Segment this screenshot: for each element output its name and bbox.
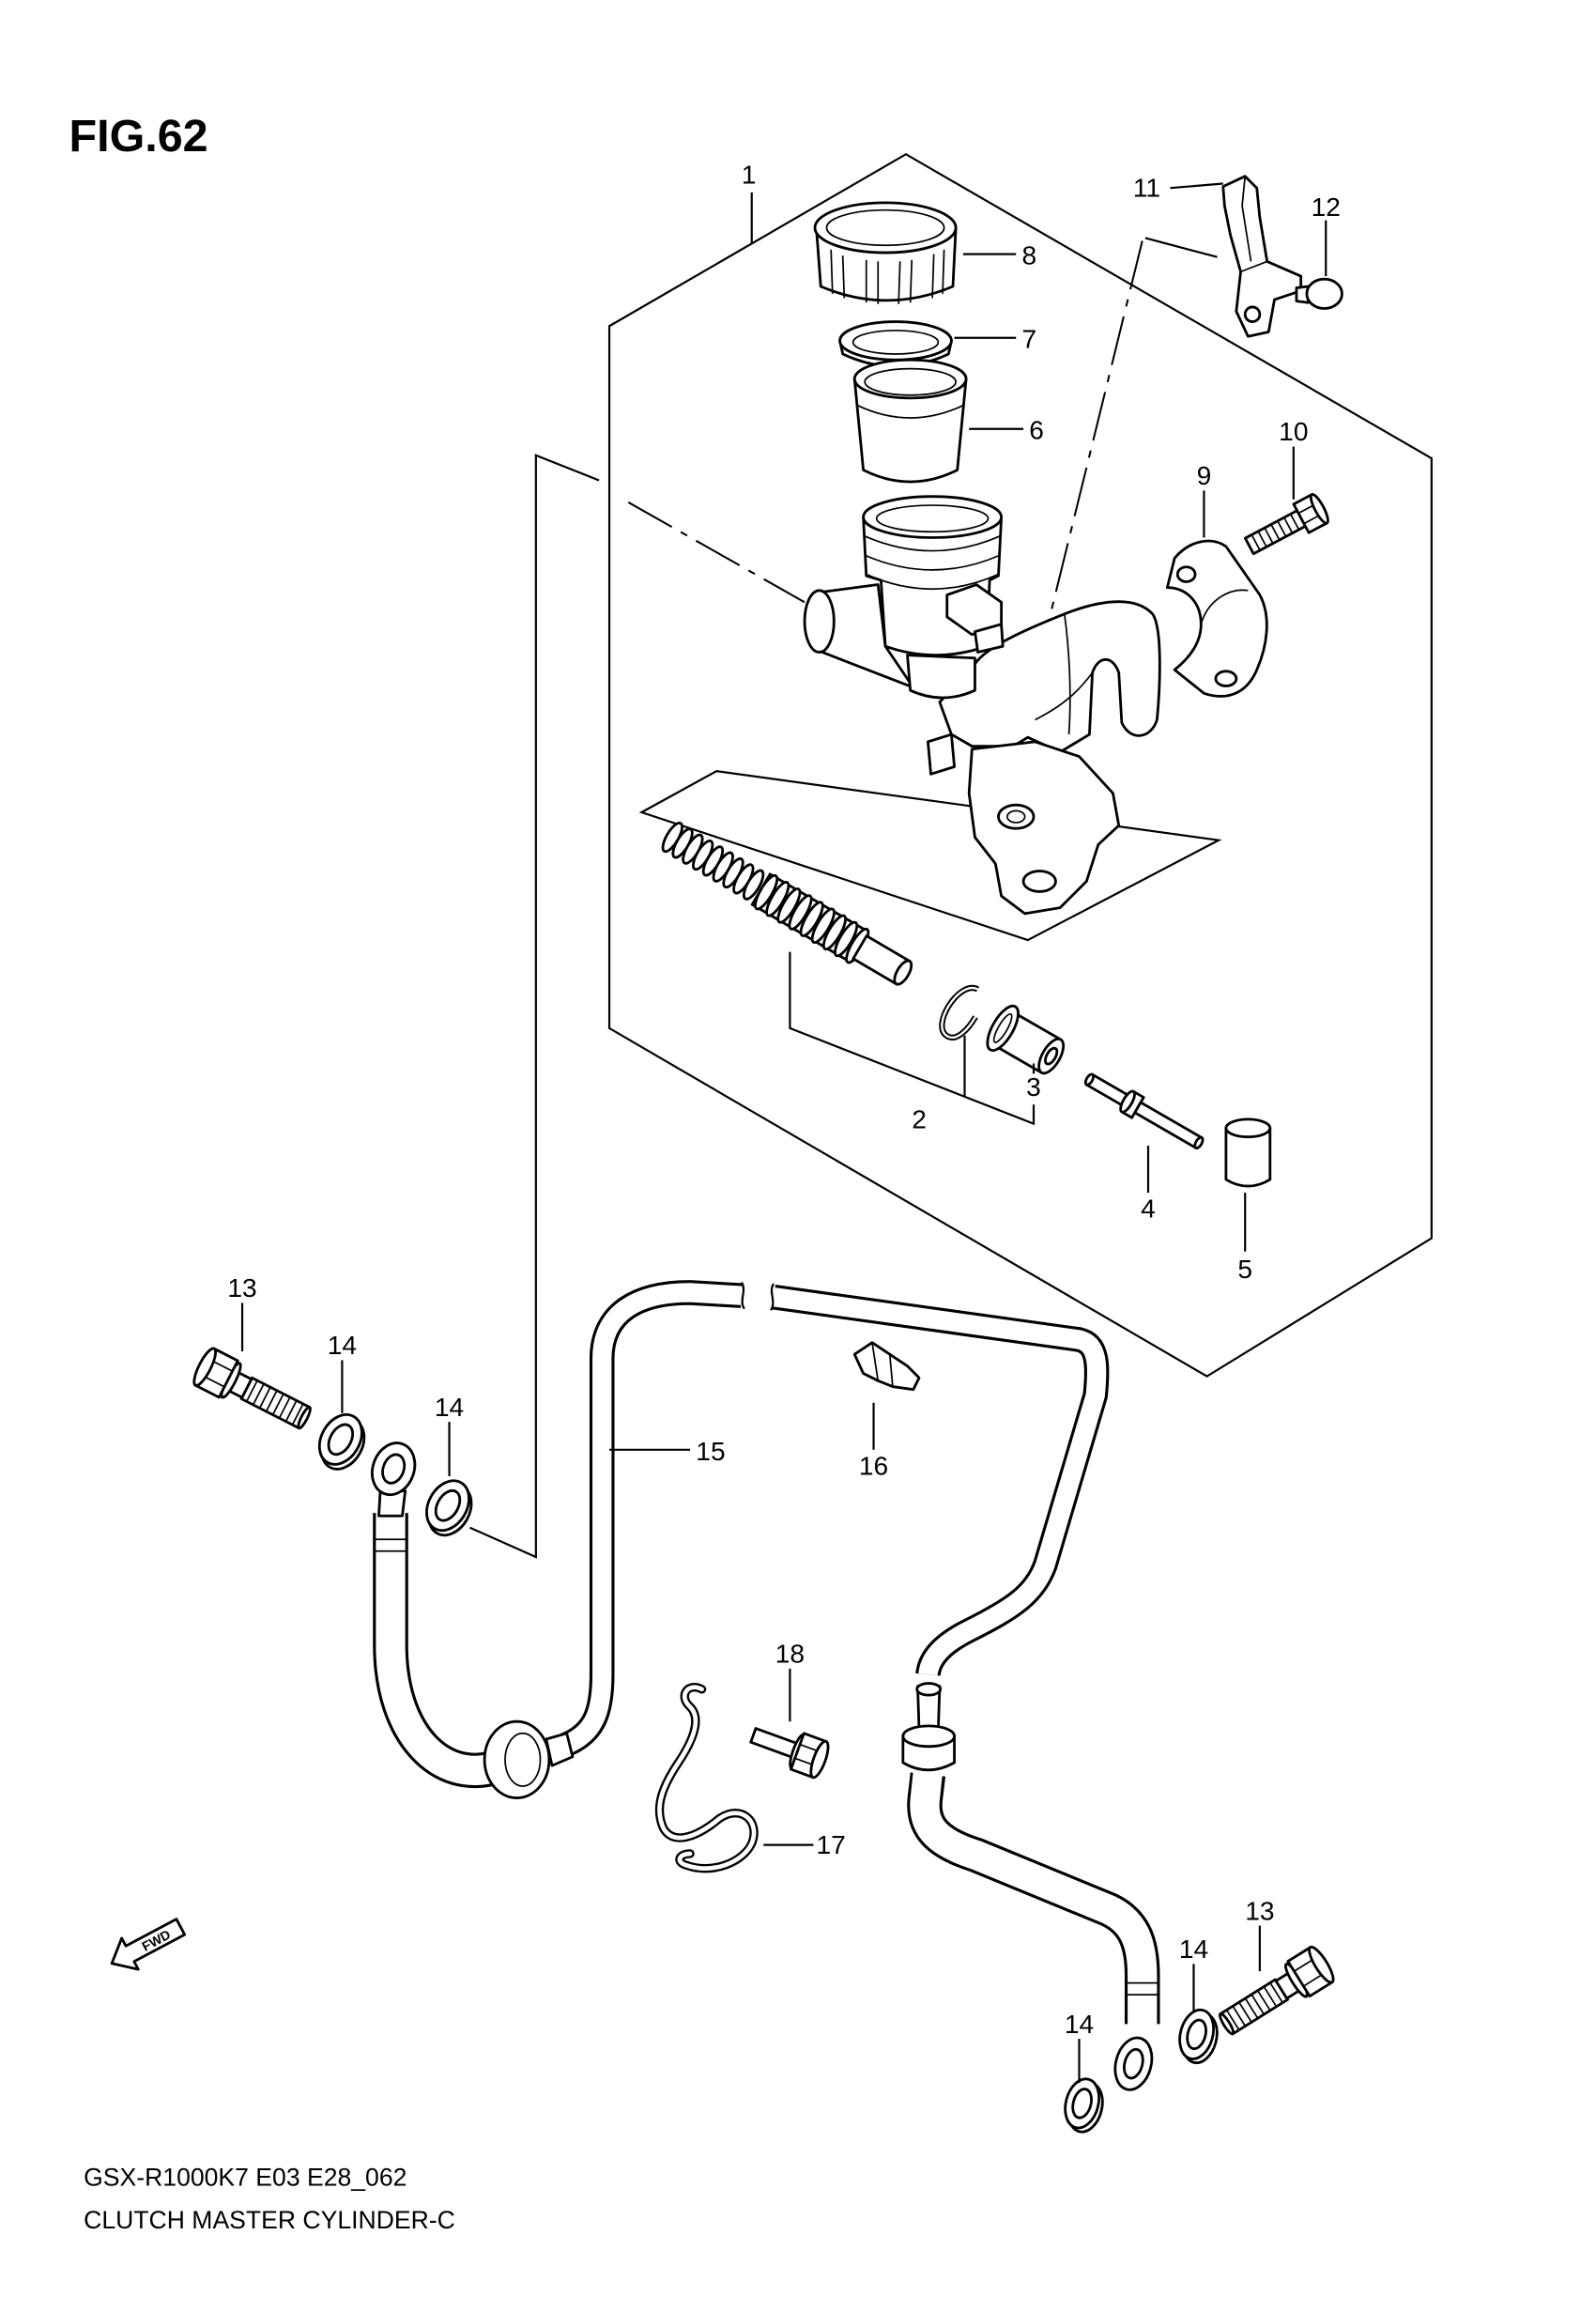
part-11-bracket: [1221, 175, 1303, 338]
leader-lines: [240, 182, 1327, 2083]
callout-11: 11: [1133, 174, 1160, 203]
footer-title: CLUTCH MASTER CYLINDER-C: [84, 2206, 455, 2234]
part-17-clip: [654, 1683, 759, 1873]
part-1-master-cylinder-body: [803, 495, 1161, 916]
callout-6: 6: [1029, 416, 1044, 445]
callout-8: 8: [1021, 241, 1036, 270]
callout-7: 7: [1021, 325, 1036, 354]
part-13-union-bolt-left: [192, 1347, 312, 1430]
callout-4: 4: [1141, 1195, 1156, 1224]
assembly-outline-box: [607, 152, 1433, 1378]
part-16-clamp: [852, 1341, 921, 1392]
part-2-piston-set: [661, 821, 913, 986]
footer-code: GSX-R1000K7 E03 E28_062: [84, 2163, 407, 2191]
reference-lines: [469, 237, 1218, 1559]
callout-12: 12: [1312, 193, 1341, 222]
part-6-diaphragm: [852, 358, 968, 484]
callout-14-right-1: 14: [1179, 1934, 1208, 1964]
callout-14-left-2: 14: [435, 1393, 464, 1422]
part-15-hose: [371, 1280, 1160, 2091]
part-12-screw: [1295, 277, 1343, 310]
callout-13-right: 13: [1245, 1896, 1274, 1925]
callout-14-left-1: 14: [328, 1331, 357, 1360]
part-8-cap: [813, 201, 958, 304]
callout-16: 16: [859, 1451, 888, 1480]
part-14-washer-right-2: [1064, 2077, 1104, 2134]
callout-9: 9: [1197, 461, 1212, 490]
callout-5: 5: [1237, 1255, 1252, 1284]
callout-10: 10: [1279, 417, 1308, 446]
callout-15: 15: [696, 1437, 725, 1466]
callout-18: 18: [775, 1640, 805, 1669]
part-13-union-bolt-right: [1218, 1945, 1335, 2036]
piston-set-outline-box: [638, 770, 1222, 942]
part-3-boot: [986, 1004, 1066, 1075]
part-14-washer-right-1: [1178, 2008, 1219, 2065]
part-9-holder: [1165, 539, 1268, 698]
part-10-bolt: [1243, 493, 1329, 556]
callout-1: 1: [742, 161, 757, 190]
part-5-cap: [1224, 1117, 1272, 1188]
callout-14-right-2: 14: [1065, 2010, 1094, 2039]
fwd-arrow-icon: FWD: [110, 1918, 187, 1971]
part-18-bolt: [749, 1727, 830, 1780]
callout-13-left: 13: [227, 1273, 256, 1302]
figure-label: FIG.62: [69, 111, 208, 162]
callout-labels: 1 2 3 4 5 6 7 8 9 10 11 12 13 13 14 14 1…: [227, 161, 1340, 2039]
callout-17: 17: [817, 1830, 846, 1859]
part-14-washer-left-1: [317, 1413, 366, 1471]
part-4-push-rod: [1083, 1072, 1205, 1149]
part-14-washer-left-2: [425, 1479, 473, 1537]
callout-3: 3: [1026, 1072, 1041, 1102]
part-2-circlip: [939, 984, 980, 1040]
callout-2: 2: [912, 1104, 927, 1133]
